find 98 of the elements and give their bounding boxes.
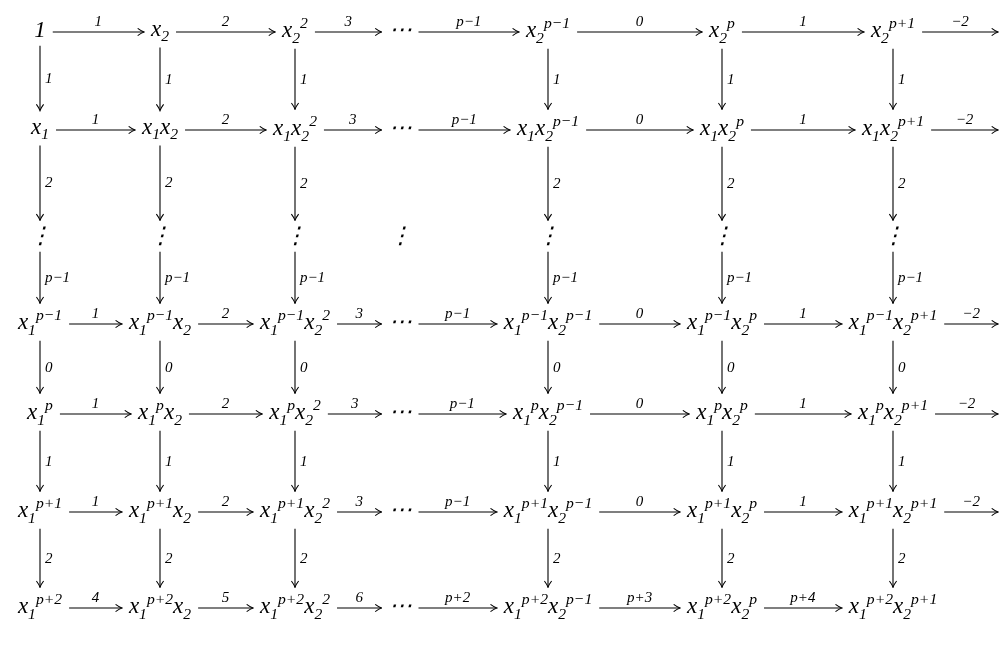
edge-label: p−1 [165,269,191,285]
edge-label: −2 [962,306,980,321]
edge-label: 2 [300,176,308,192]
edge-label: 0 [727,359,735,375]
edge-label: 0 [635,306,644,321]
edge-label: 1 [799,112,807,127]
edge-label: p−1 [553,269,579,285]
ellipsis-symbol: ⋮ [28,223,52,249]
edge-label: p−1 [727,269,753,285]
edge-label: 1 [91,112,100,127]
edge-label: p−1 [449,396,475,411]
edge-label: −2 [957,396,976,411]
edge-label: 0 [553,359,561,375]
edge-label: 1 [94,14,103,29]
edge-label: 5 [221,590,230,605]
edge-label: p+2 [445,590,471,605]
edge-label: 3 [355,306,363,321]
edge-label: 3 [350,396,359,411]
ellipsis-symbol: ⋮ [388,223,412,249]
edge-label: 1 [727,453,735,469]
edge-label: 2 [221,494,230,509]
edge-label: 2 [898,176,906,192]
edge-label: 2 [553,550,561,566]
edge-label: 0 [635,396,644,411]
math-expression: x$_{1}$$^{p}$x$_{2}$ [138,396,182,428]
edge-label: 1 [799,396,807,411]
edge-label: 2 [898,550,906,566]
edge-label: 1 [799,14,807,29]
edge-label: p+4 [790,590,816,605]
edge-label: 2 [553,176,561,192]
edge-label: 2 [727,176,735,192]
math-expression: x$_{1}$$^{p−1}$x$_{2}$ [128,306,192,338]
edge-label: 2 [165,175,173,191]
edge-label: 2 [221,14,230,29]
edge-label: 1 [165,453,173,469]
edge-label: 0 [45,359,53,375]
edge-label: p−1 [451,112,477,127]
ellipsis-symbol: ⋯ [388,399,412,425]
edge-label: p−1 [898,269,924,285]
ellipsis-symbol: ⋯ [388,497,412,523]
edge-label: 3 [348,112,357,127]
edge-label: 1 [91,396,100,411]
edge-label: 1 [553,453,561,469]
edge-label: 1 [300,71,308,87]
ellipsis-symbol: ⋮ [710,223,734,249]
ellipsis-symbol: ⋮ [536,223,560,249]
edge-label: 1 [799,306,807,321]
ellipsis-symbol: ⋮ [283,223,307,249]
edge-label: 2 [165,550,173,566]
edge-label: 0 [165,359,173,375]
edge-label: p−1 [300,269,326,285]
edge-label: 2 [221,112,230,127]
edge-label: 1 [898,71,906,87]
edge-label: 2 [221,396,230,411]
ellipsis-symbol: ⋯ [388,17,412,43]
ellipsis-symbol: ⋯ [388,309,412,335]
edge-label: 2 [45,550,53,566]
math-expression: x$_{1}$$^{p+1}$x$_{2}$ [128,494,192,526]
edge-label: 3 [344,14,352,29]
ellipsis-symbol: ⋯ [388,115,412,141]
edge-label: 1 [300,453,308,469]
ellipsis-symbol: ⋮ [148,223,172,249]
edge-label: −2 [951,14,969,29]
edge-label: 0 [635,14,644,29]
edge-label: 0 [635,494,644,509]
edge-label: 2 [727,550,735,566]
edge-label: 1 [91,306,100,321]
edge-label: p−1 [445,494,471,509]
edge-label: 0 [635,112,644,127]
math-expression: x$_{1}$ [31,113,49,143]
edge-label: 3 [355,494,363,509]
edge-label: 2 [300,550,308,566]
edge-label: −2 [962,494,980,509]
edge-label: −2 [955,112,974,127]
edge-label: 4 [91,590,100,605]
edge-label: 1 [898,453,906,469]
edge-label: 1 [91,494,100,509]
edge-label: 1 [799,494,807,509]
math-expression: x$_{1}$$^{p+2}$x$_{2}$ [128,590,192,622]
edge-label: 1 [45,70,53,86]
edge-label: 1 [165,71,173,87]
math-expression: 1 [34,17,46,43]
edge-label: 1 [553,71,561,87]
edge-label: 0 [300,359,308,375]
edge-label: 0 [898,359,906,375]
math-expression: x$_{1}$x$_{2}$ [141,113,179,143]
edge-label: p−1 [456,14,482,29]
edge-label: 2 [45,175,53,191]
math-expression: x$_{2}$ [151,15,169,45]
edge-label: 2 [221,306,230,321]
ellipsis-symbol: ⋮ [881,223,905,249]
edge-label: p−1 [45,269,71,285]
edge-label: 6 [355,590,363,605]
edge-label: 1 [45,453,53,469]
ellipsis-symbol: ⋯ [388,593,412,619]
edge-label: p−1 [445,306,471,321]
edge-label: 1 [727,71,735,87]
edge-label: p+3 [627,590,653,605]
